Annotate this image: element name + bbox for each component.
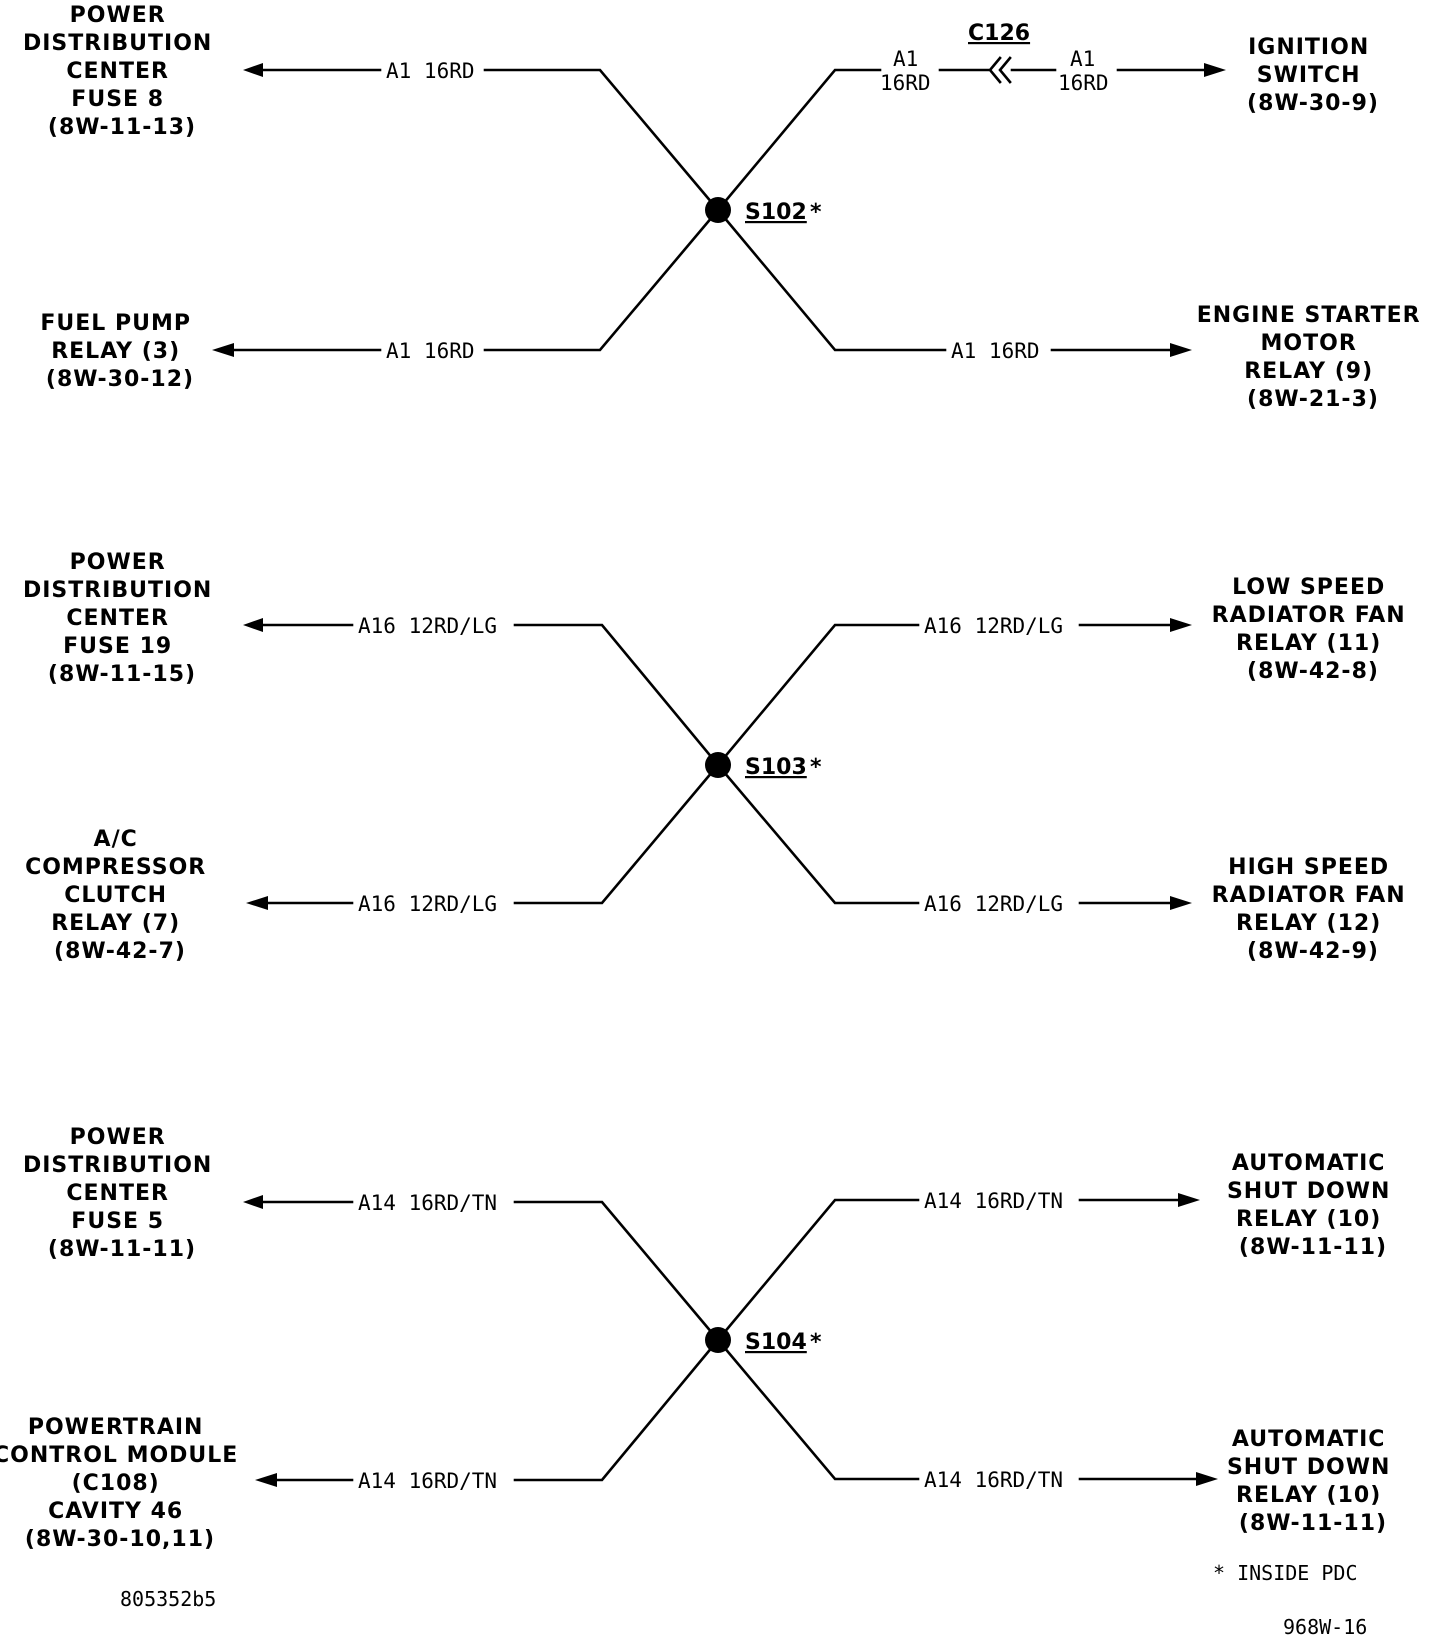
splice-note-marker: *: [810, 1330, 822, 1355]
arrow-icon: [243, 1195, 263, 1209]
splice-note-marker: *: [810, 755, 822, 780]
splice-group-s103: A16 12RD/LG A16 12RD/LG A16 12RD/LG A16 …: [23, 550, 1415, 964]
arrow-icon: [243, 63, 263, 77]
splice-note-marker: *: [810, 200, 822, 225]
connector-icon: [988, 56, 1012, 84]
wire-label: A1: [1070, 47, 1095, 71]
wire: [716, 208, 947, 352]
arrow-icon: [1178, 1193, 1200, 1207]
wire-label: 16RD: [880, 71, 931, 95]
arrow-icon: [243, 618, 263, 632]
wire-label: A16 12RD/LG: [358, 614, 497, 638]
wire: [716, 763, 920, 905]
component-label: AUTOMATIC SHUT DOWN RELAY (10) (8W-11-11…: [1227, 1151, 1399, 1260]
component-label: POWER DISTRIBUTION CENTER FUSE 5 (8W-11-…: [23, 1125, 221, 1262]
wire-label: A16 12RD/LG: [924, 892, 1063, 916]
arrow-icon: [1196, 1472, 1218, 1486]
wire: [513, 1338, 720, 1482]
wire-label: 16RD: [1058, 71, 1109, 95]
splice-dot: [705, 1327, 731, 1353]
wire-label: A1 16RD: [386, 59, 475, 83]
arrow-icon: [212, 343, 234, 357]
wire: [716, 623, 920, 767]
arrow-icon: [1170, 343, 1192, 357]
wire: [513, 623, 720, 767]
component-label: LOW SPEED RADIATOR FAN RELAY (11) (8W-42…: [1212, 575, 1415, 684]
wire-label: A14 16RD/TN: [924, 1468, 1063, 1492]
component-label: POWER DISTRIBUTION CENTER FUSE 8 (8W-11-…: [23, 3, 221, 140]
wire: [483, 68, 720, 212]
splice-label: S103: [745, 755, 807, 780]
component-label: A/C COMPRESSOR CLUTCH RELAY (7) (8W-42-7…: [25, 827, 215, 964]
arrow-icon: [246, 896, 268, 910]
component-label: FUEL PUMP RELAY (3) (8W-30-12): [40, 311, 199, 392]
splice-group-s102: A1 16RD A1 16RD A1 16RD C126 A1 16RD A1 …: [23, 3, 1430, 412]
wire: [513, 1200, 720, 1342]
wire: [513, 763, 720, 905]
splice-dot: [705, 752, 731, 778]
page-reference: 968W-16: [1283, 1615, 1367, 1639]
splice-label: S104: [745, 1330, 807, 1355]
wire-label: A1 16RD: [951, 339, 1040, 363]
wire-label: A14 16RD/TN: [358, 1191, 497, 1215]
wire: [716, 68, 882, 212]
wire-label: A16 12RD/LG: [358, 892, 497, 916]
wire-label: A1 16RD: [386, 339, 475, 363]
component-label: POWER DISTRIBUTION CENTER FUSE 19 (8W-11…: [23, 550, 221, 687]
wire-label: A1: [893, 47, 918, 71]
arrow-icon: [1170, 618, 1192, 632]
wire-label: A14 16RD/TN: [924, 1189, 1063, 1213]
splice-label: S102: [745, 200, 807, 225]
component-label: IGNITION SWITCH (8W-30-9): [1247, 35, 1379, 116]
component-label: POWERTRAIN CONTROL MODULE (C108) CAVITY …: [0, 1415, 247, 1552]
splice-dot: [705, 197, 731, 223]
image-id: 805352b5: [120, 1587, 216, 1611]
wire-label: A14 16RD/TN: [358, 1469, 497, 1493]
wire: [716, 1198, 920, 1342]
wire: [483, 208, 720, 352]
splice-group-s104: A14 16RD/TN A14 16RD/TN A14 16RD/TN A14 …: [0, 1125, 1399, 1552]
wire: [716, 1338, 920, 1481]
wire-label: A16 12RD/LG: [924, 614, 1063, 638]
footnote: * INSIDE PDC: [1213, 1561, 1358, 1585]
component-label: ENGINE STARTER MOTOR RELAY (9) (8W-21-3): [1197, 303, 1430, 412]
connector-label: C126: [968, 21, 1030, 46]
arrow-icon: [1204, 63, 1226, 77]
arrow-icon: [255, 1473, 277, 1487]
component-label: AUTOMATIC SHUT DOWN RELAY (10) (8W-11-11…: [1227, 1427, 1399, 1536]
arrow-icon: [1170, 896, 1192, 910]
component-label: HIGH SPEED RADIATOR FAN RELAY (12) (8W-4…: [1212, 855, 1415, 964]
